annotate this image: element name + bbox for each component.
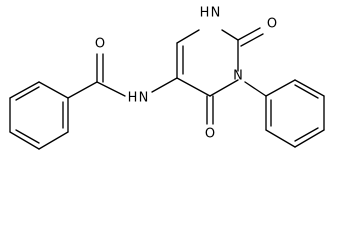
double-bond-inner xyxy=(15,129,40,144)
bond xyxy=(244,81,267,97)
bond xyxy=(9,131,40,150)
bond xyxy=(9,81,40,99)
benzoyl-carbonyl xyxy=(67,53,126,99)
double-bond-inner xyxy=(294,127,319,142)
bond xyxy=(176,77,211,97)
oxygen-benzoyl-label: O xyxy=(95,37,105,52)
bond xyxy=(294,79,325,97)
chemical-structure-diagram: O H N H N O N O xyxy=(9,6,325,150)
bond xyxy=(38,131,69,150)
amide-nh-label: H N xyxy=(128,91,149,106)
bond xyxy=(38,81,69,99)
double-bond-inner xyxy=(15,86,40,101)
bond xyxy=(176,29,200,44)
bond xyxy=(265,79,296,97)
bond xyxy=(265,129,296,148)
carbonyl-bond xyxy=(240,33,264,47)
pyrimidine-ring xyxy=(151,29,239,97)
carbonyl-bond xyxy=(237,27,261,41)
oxygen-lower-label: O xyxy=(205,127,215,142)
ring-nh-label: H N xyxy=(200,6,221,21)
double-bond-inner xyxy=(294,84,319,99)
bond xyxy=(209,79,239,97)
bond xyxy=(294,129,325,148)
bond xyxy=(67,81,98,99)
ring-n-label: N xyxy=(233,69,243,84)
bond xyxy=(151,77,178,93)
n-phenyl-ring xyxy=(244,79,325,148)
benzoyl-phenyl-ring xyxy=(9,81,69,150)
bond xyxy=(221,29,239,41)
bond xyxy=(96,81,126,97)
upper-carbonyl xyxy=(237,27,264,47)
lower-carbonyl xyxy=(206,95,214,125)
oxygen-upper-label: O xyxy=(267,17,277,32)
